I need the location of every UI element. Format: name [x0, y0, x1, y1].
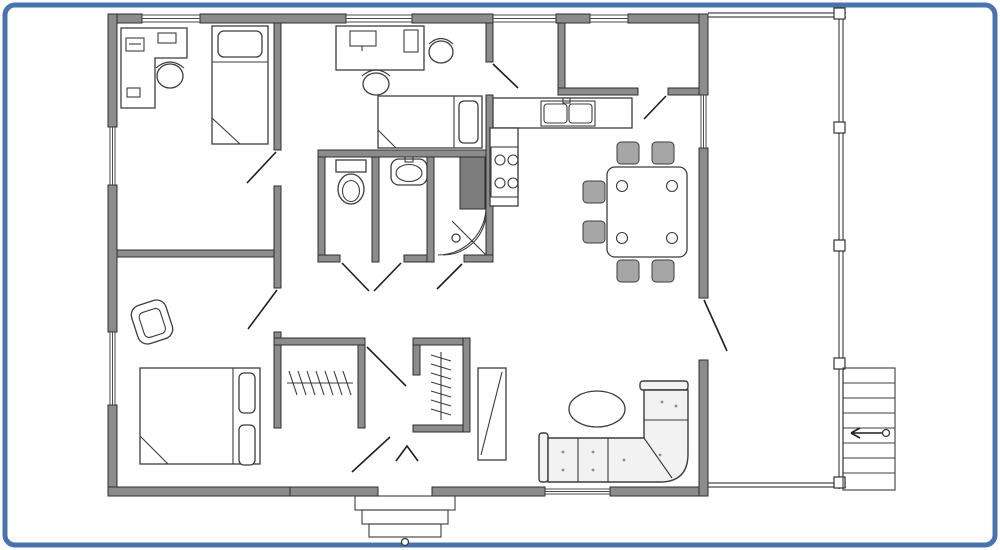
- room-living: [477, 367, 689, 483]
- window-top-1: [142, 14, 200, 23]
- monitor: [125, 37, 145, 52]
- wardrobe-left: [287, 370, 353, 396]
- room-washroom: [390, 156, 428, 186]
- windows: [109, 14, 707, 495]
- dining-table: [606, 166, 688, 258]
- room-study-top-middle: [335, 25, 483, 149]
- kitchen-door-leaf: [492, 63, 519, 89]
- faucet: [562, 97, 571, 104]
- window-top-2: [346, 14, 412, 23]
- side-stairs: [842, 367, 896, 491]
- office-door-leaf: [246, 151, 277, 184]
- pantry-door-leaf: [643, 95, 667, 120]
- monitor: [349, 30, 377, 47]
- toilet-tank: [335, 159, 367, 173]
- keyboard: [157, 32, 177, 44]
- room-shower: [437, 156, 487, 256]
- side-chair: [428, 37, 454, 64]
- pillow: [238, 372, 256, 414]
- kitchen-counter-left: [489, 127, 519, 207]
- room-wc: [335, 159, 367, 205]
- entry-door-leaf: [351, 436, 391, 473]
- pc-tower: [403, 29, 419, 53]
- dining-chair: [616, 141, 640, 165]
- window-left-2: [109, 332, 116, 405]
- desk-chair: [361, 69, 391, 96]
- office-chair: [155, 61, 185, 89]
- doors: [246, 63, 728, 473]
- stove-4-burners: [490, 146, 519, 198]
- dining-chair: [616, 259, 640, 283]
- oval-coffee-table: [568, 390, 626, 428]
- window-top-4: [590, 14, 628, 23]
- porch: [708, 7, 846, 489]
- sofa-armrest: [639, 380, 689, 391]
- double-sink: [540, 97, 596, 127]
- armchair: [130, 299, 174, 345]
- room-office-top-left: [120, 25, 269, 145]
- tv-sideboard: [477, 367, 507, 461]
- window-top-3: [493, 14, 556, 23]
- dining-chair: [582, 180, 606, 204]
- desk-accessory: [126, 87, 141, 98]
- bedroom-door-leaf: [247, 289, 278, 330]
- pillow: [458, 100, 479, 144]
- entry-direction-chevron: [395, 444, 419, 462]
- toilet-bowl: [337, 173, 365, 205]
- doorbell-marker: [400, 537, 410, 547]
- desk: [335, 25, 425, 71]
- window-right-1: [700, 95, 707, 148]
- boiler-unit: [459, 156, 486, 210]
- washroom-door-leaf: [373, 262, 402, 292]
- faucet: [404, 156, 414, 163]
- sofa-armrest: [538, 432, 549, 483]
- corner-sofa: [538, 380, 689, 483]
- window-left-1: [109, 127, 116, 185]
- porch-posts: [833, 7, 846, 489]
- pillow: [217, 30, 263, 58]
- pillow: [238, 424, 256, 466]
- shower-head: [451, 233, 461, 243]
- room-bedroom-bottom-left: [130, 299, 261, 466]
- dining-chair: [651, 141, 675, 165]
- hall-door-leaf: [366, 346, 407, 387]
- window-bottom-1: [545, 488, 610, 495]
- dining-chair: [582, 220, 606, 244]
- wc-door-leaf: [341, 262, 370, 292]
- dining-chair: [651, 259, 675, 283]
- exterior-walls: [107, 13, 709, 497]
- porch-door-leaf: [703, 299, 728, 352]
- wardrobe-right: [430, 352, 452, 420]
- single-bed-horizontal: [377, 95, 483, 149]
- room-kitchen: [489, 97, 633, 207]
- double-bed: [139, 367, 261, 466]
- single-bed-vertical: [211, 25, 269, 145]
- shower-door-leaf: [436, 263, 463, 290]
- room-dining: [582, 141, 688, 283]
- stairs-direction-arrow: [850, 427, 891, 439]
- entrance-steps: [354, 495, 456, 547]
